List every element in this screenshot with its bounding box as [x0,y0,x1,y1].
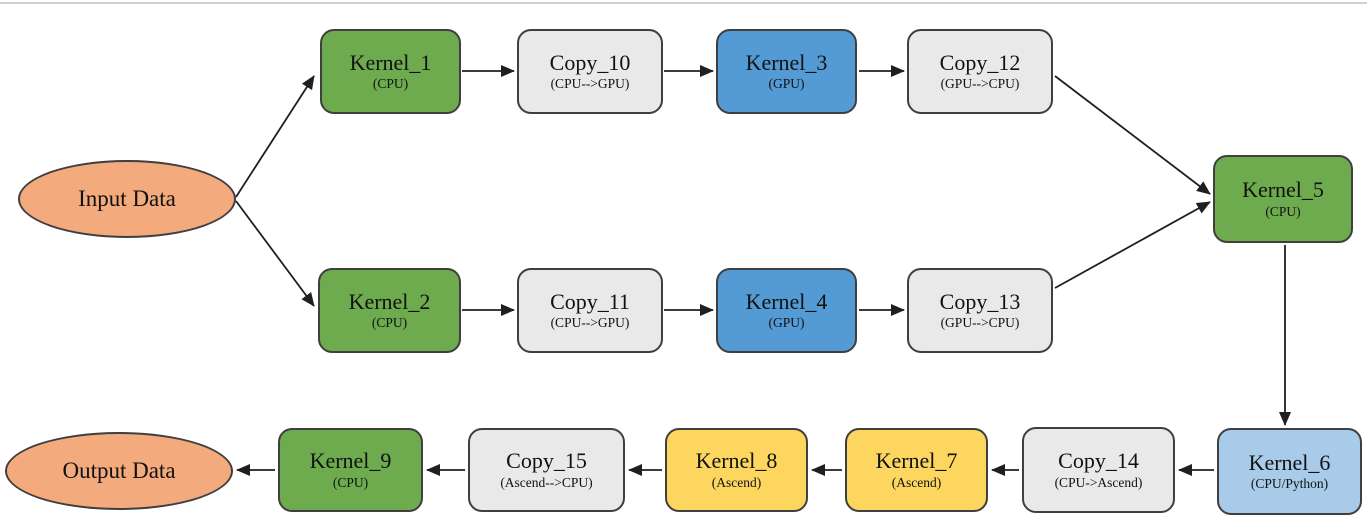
edge-input-to-kernel1 [235,75,315,198]
node-device-label: (Ascend) [711,474,762,490]
node-copy-10: Copy_10 (CPU-->GPU) [517,29,663,114]
node-label: Kernel_4 [745,288,828,314]
edge-input-to-kernel2 [235,200,315,307]
node-output-data: Output Data [5,432,233,510]
node-kernel-7: Kernel_7 (Ascend) [845,428,988,512]
node-device-label: (CPU) [332,474,369,490]
node-device-label: (CPU/Python) [1250,476,1329,492]
node-kernel-8: Kernel_8 (Ascend) [665,428,808,512]
node-device-label: (CPU-->GPU) [550,315,630,331]
node-device-label: (GPU) [768,315,805,331]
node-kernel-3: Kernel_3 (GPU) [716,29,857,114]
node-label: Kernel_9 [309,448,392,474]
node-device-label: (Ascend-->CPU) [500,474,593,490]
node-copy-13: Copy_13 (GPU-->CPU) [907,268,1053,353]
node-label: Copy_13 [939,288,1021,314]
node-label: Output Data [62,458,176,484]
node-copy-12: Copy_12 (GPU-->CPU) [907,29,1053,114]
node-label: Kernel_5 [1242,177,1324,203]
node-device-label: (GPU) [768,76,805,92]
node-label: Kernel_2 [348,288,431,314]
node-label: Kernel_1 [349,49,432,75]
node-label: Kernel_6 [1248,449,1331,475]
node-device-label: (Ascend) [891,474,942,490]
node-label: Kernel_3 [745,49,828,75]
node-device-label: (GPU-->CPU) [940,315,1020,331]
node-kernel-4: Kernel_4 (GPU) [716,268,857,353]
node-device-label: (GPU-->CPU) [940,76,1020,92]
node-label: Copy_12 [939,49,1021,75]
node-label: Copy_11 [550,288,630,314]
top-divider-line [0,2,1367,4]
node-device-label: (CPU-->GPU) [550,76,630,92]
node-label: Kernel_7 [875,448,958,474]
node-input-data: Input Data [18,160,236,238]
node-copy-11: Copy_11 (CPU-->GPU) [517,268,663,353]
node-label: Copy_15 [506,448,587,474]
node-kernel-1: Kernel_1 (CPU) [320,29,461,114]
node-kernel-2: Kernel_2 (CPU) [318,268,461,353]
node-kernel-5: Kernel_5 (CPU) [1213,155,1353,243]
node-device-label: (CPU) [1265,203,1301,219]
edge-copy13-to-kernel5 [1054,201,1211,289]
node-label: Input Data [78,186,176,212]
node-label: Copy_10 [549,49,631,75]
node-device-label: (CPU->Ascend) [1054,474,1143,490]
node-device-label: (CPU) [372,76,409,92]
node-device-label: (CPU) [371,315,408,331]
edge-copy12-to-kernel5 [1054,75,1211,195]
node-copy-15: Copy_15 (Ascend-->CPU) [468,428,625,512]
node-label: Kernel_8 [695,448,778,474]
node-kernel-9: Kernel_9 (CPU) [278,428,423,512]
node-kernel-6: Kernel_6 (CPU/Python) [1217,428,1362,515]
node-label: Copy_14 [1058,448,1139,474]
node-copy-14: Copy_14 (CPU->Ascend) [1022,427,1175,513]
